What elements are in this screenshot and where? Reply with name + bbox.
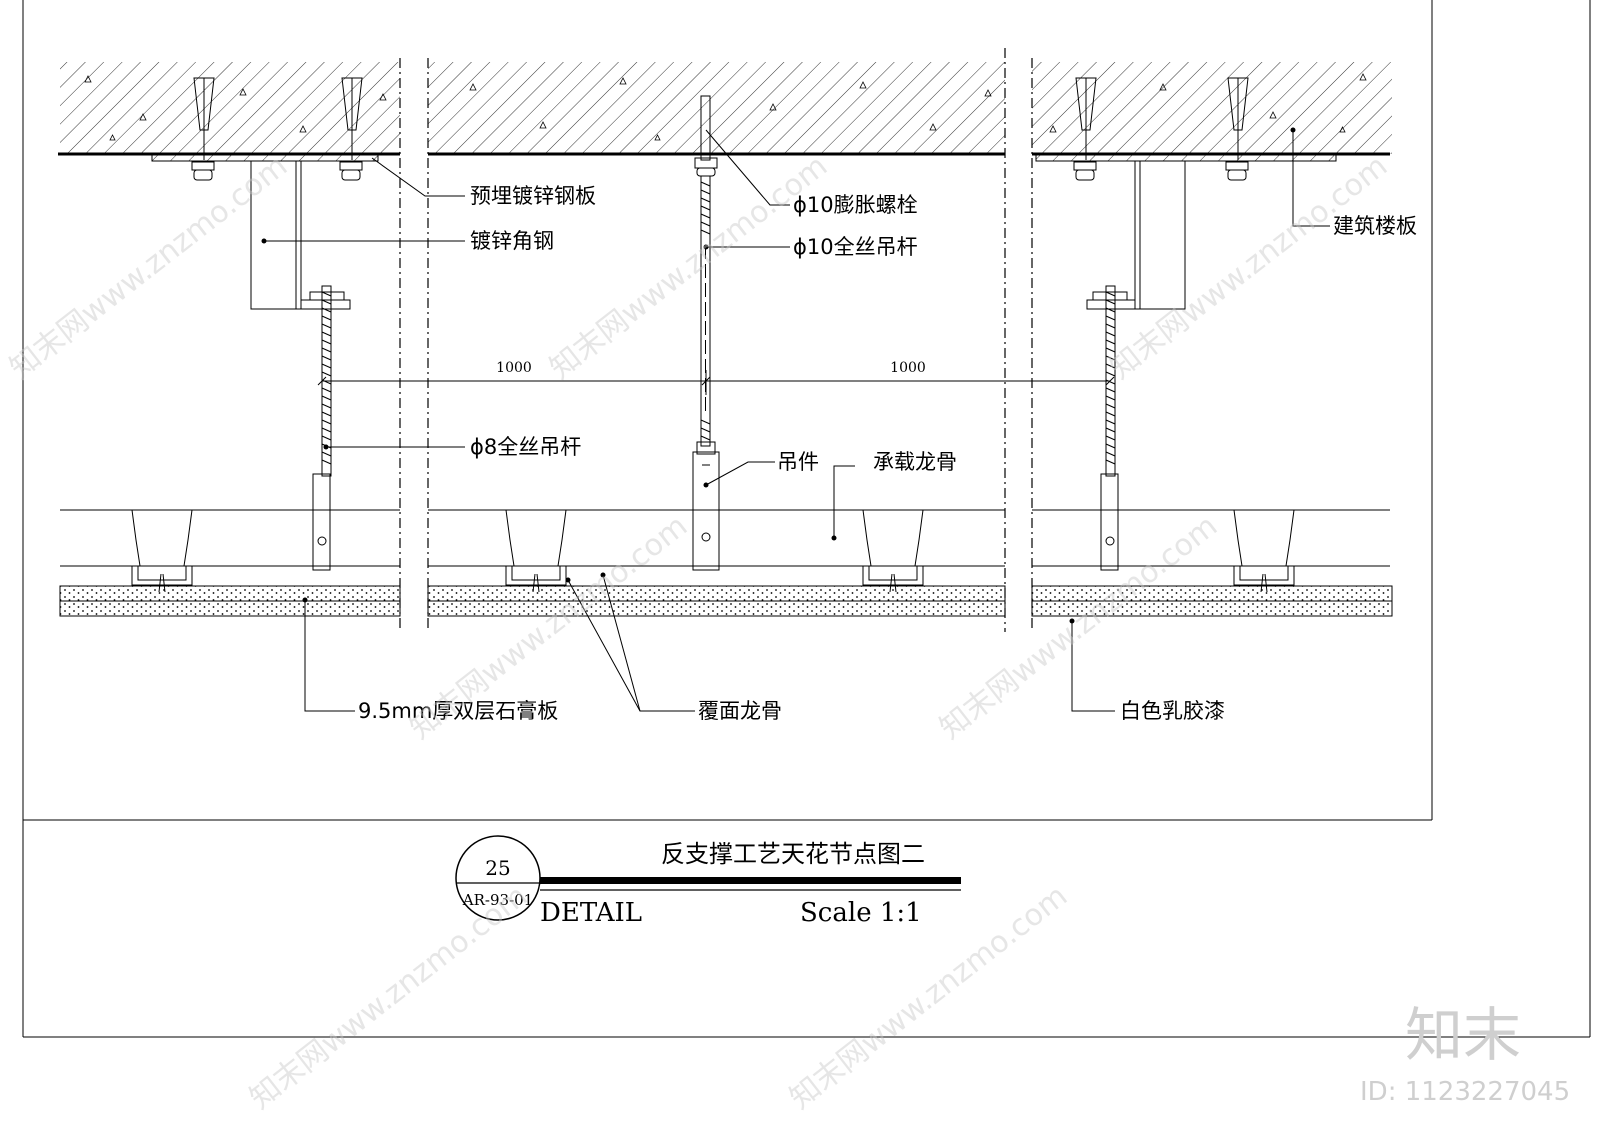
detail-title: 反支撑工艺天花节点图二: [661, 840, 925, 868]
label-latex-paint: 白色乳胶漆: [1120, 699, 1225, 723]
detail-number: 25: [485, 856, 510, 880]
sheet-frame: [22, 0, 1591, 1038]
label-embedded-plate: 预埋镀锌钢板: [470, 184, 596, 208]
middle-hanger-assembly: [692, 95, 720, 571]
label-floor-slab: 建筑楼板: [1333, 214, 1417, 238]
watermarks: 知末网www.znzmo.com 知末网www.znzmo.com 知末网www…: [3, 148, 1570, 1116]
label-rod-10: ϕ10全丝吊杆: [793, 235, 918, 259]
face-keels: [131, 509, 1295, 593]
leader-dots: [261, 127, 1296, 624]
left-hanger-assembly: [151, 77, 379, 571]
watermark-text: 知末网www.znzmo.com: [1103, 148, 1394, 386]
label-expansion-bolt: ϕ10膨胀螺栓: [793, 193, 918, 217]
leader-lines: [264, 129, 1330, 712]
watermark-text: 知末网www.znzmo.com: [3, 148, 294, 386]
scale-label: Scale 1:1: [800, 898, 922, 928]
dimension-left: 1000: [496, 360, 532, 376]
label-face-keel: 覆面龙骨: [698, 699, 782, 723]
label-gypsum-board: 9.5mm厚双层石膏板: [358, 699, 558, 723]
dimension-right: 1000: [890, 360, 926, 376]
break-lines: [399, 48, 1033, 632]
detail-label: DETAIL: [540, 898, 642, 928]
dimension-line: [317, 370, 1115, 395]
label-rod-8: ϕ8全丝吊杆: [470, 435, 581, 459]
label-galvanized-angle: 镀锌角钢: [470, 229, 554, 253]
image-id: ID: 1123227045: [1360, 1077, 1570, 1107]
label-hanger: 吊件: [777, 450, 819, 474]
gypsum-board: [59, 585, 1393, 617]
concrete-slab: [58, 62, 1392, 156]
brand-logo: 知末: [1405, 1001, 1521, 1069]
sheet-reference: AR-93-01: [462, 891, 533, 909]
watermark-text: 知末网www.znzmo.com: [243, 878, 534, 1116]
title-block: 反支撑工艺天花节点图二 25 AR-93-01 DETAIL Scale 1:1: [455, 835, 961, 928]
label-main-keel: 承载龙骨: [873, 450, 957, 474]
